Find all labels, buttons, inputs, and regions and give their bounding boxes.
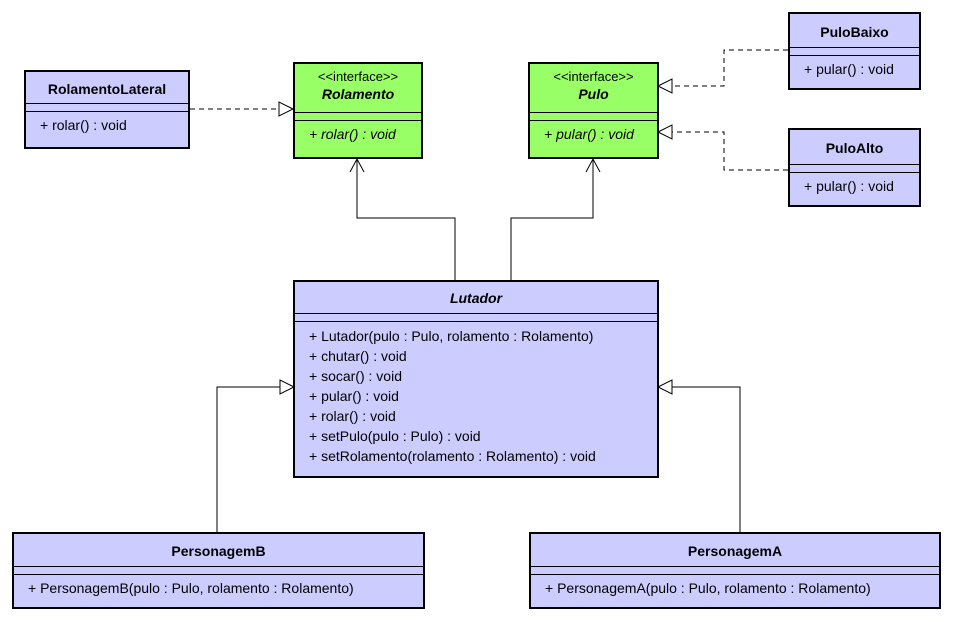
operations-compartment: + pular() : void	[530, 121, 657, 147]
association-lutador-pulo	[510, 157, 601, 280]
class-header: PersonagemB	[14, 534, 423, 567]
interface-name: Pulo	[578, 86, 609, 102]
class-personagemb[interactable]: PersonagemB + PersonagemB(pulo : Pulo, r…	[12, 532, 425, 609]
attributes-compartment	[26, 104, 188, 112]
attributes-compartment	[531, 567, 939, 575]
operation: + pular() : void	[804, 178, 894, 194]
operation: + pular() : void	[309, 388, 399, 404]
interface-header: <<interface>> Rolamento	[295, 64, 421, 113]
attributes-compartment	[790, 165, 919, 173]
class-header: PersonagemA	[531, 534, 939, 567]
operation: + setRolamento(rolamento : Rolamento) : …	[309, 448, 596, 464]
operations-compartment: + Lutador(pulo : Pulo, rolamento : Rolam…	[295, 322, 657, 469]
operations-compartment: + PersonagemA(pulo : Pulo, rolamento : R…	[531, 575, 939, 601]
class-lutador[interactable]: Lutador + Lutador(pulo : Pulo, rolamento…	[293, 280, 659, 478]
class-name: PuloBaixo	[820, 24, 889, 40]
operation: + socar() : void	[309, 368, 402, 384]
association-lutador-rolamento	[349, 157, 456, 280]
attributes-compartment	[14, 567, 423, 575]
class-name: Lutador	[449, 290, 503, 306]
interface-name: Rolamento	[321, 86, 395, 102]
realization-rolamentolateral-rolamento	[190, 101, 295, 117]
class-name: PersonagemB	[171, 543, 266, 559]
operation: + Lutador(pulo : Pulo, rolamento : Rolam…	[309, 328, 594, 344]
attributes-compartment	[790, 48, 919, 56]
class-name: RolamentoLateral	[47, 81, 167, 97]
operation: + rolar() : void	[309, 126, 396, 142]
class-header: PuloBaixo	[790, 14, 919, 48]
operation: + rolar() : void	[40, 117, 127, 133]
interface-rolamento[interactable]: <<interface>> Rolamento + rolar() : void	[293, 62, 423, 159]
operation: + PersonagemA(pulo : Pulo, rolamento : R…	[545, 580, 871, 596]
operation: + PersonagemB(pulo : Pulo, rolamento : R…	[28, 580, 354, 596]
operation: + chutar() : void	[309, 348, 407, 364]
operations-compartment: + rolar() : void	[26, 112, 188, 138]
generalization-personagemb-lutador	[216, 379, 296, 532]
class-pulobaixo[interactable]: PuloBaixo + pular() : void	[788, 12, 921, 90]
interface-pulo[interactable]: <<interface>> Pulo + pular() : void	[528, 62, 659, 159]
operations-compartment: + PersonagemB(pulo : Pulo, rolamento : R…	[14, 575, 423, 601]
operations-compartment: + pular() : void	[790, 173, 919, 199]
operations-compartment: + rolar() : void	[295, 121, 421, 147]
class-header: PuloAlto	[790, 130, 919, 165]
realization-puloalto-pulo	[656, 124, 788, 171]
operation: + pular() : void	[544, 126, 634, 142]
class-personagema[interactable]: PersonagemA + PersonagemA(pulo : Pulo, r…	[529, 532, 941, 609]
operation: + rolar() : void	[309, 408, 396, 424]
class-name: PuloAlto	[825, 140, 884, 156]
attributes-compartment	[295, 113, 421, 121]
attributes-compartment	[295, 314, 657, 322]
class-rolamentolateral[interactable]: RolamentoLateral + rolar() : void	[24, 70, 190, 149]
class-header: Lutador	[295, 282, 657, 314]
attributes-compartment	[530, 113, 657, 121]
interface-header: <<interface>> Pulo	[530, 64, 657, 113]
generalization-personagema-lutador	[656, 379, 741, 532]
operation: + setPulo(pulo : Pulo) : void	[309, 428, 481, 444]
operation: + pular() : void	[804, 61, 894, 77]
stereotype-label: <<interface>>	[317, 69, 399, 84]
class-puloalto[interactable]: PuloAlto + pular() : void	[788, 128, 921, 207]
class-name: PersonagemA	[687, 543, 783, 559]
stereotype-label: <<interface>>	[553, 69, 634, 84]
class-header: RolamentoLateral	[26, 72, 188, 104]
realization-pulobaixo-pulo	[656, 49, 788, 94]
operations-compartment: + pular() : void	[790, 56, 919, 82]
